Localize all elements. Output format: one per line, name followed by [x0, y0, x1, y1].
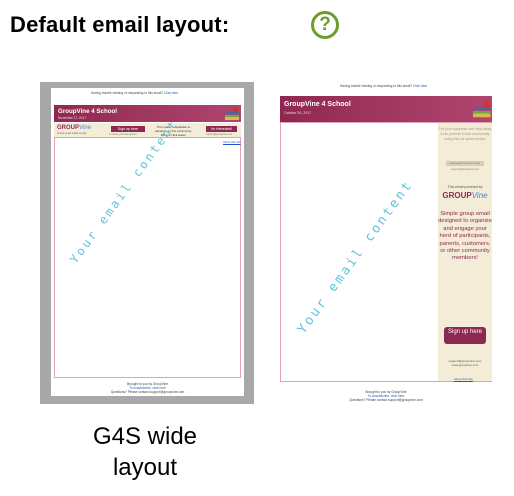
sidebar-ad-subtext: support@groupvine.com: [450, 168, 480, 171]
header-title: GroupVine 4 School: [58, 108, 118, 115]
content-placeholder-narrow: Your email content: [295, 177, 417, 337]
email-footer-narrow: Brought to you by GroupVine To unsubscri…: [349, 390, 423, 403]
email-header-narrow: GroupVine 4 School October 30, 2017: [280, 96, 492, 122]
email-header: GroupVine 4 School November 27, 2017: [54, 105, 241, 122]
sign-up-button[interactable]: Sign up here: [444, 327, 486, 344]
groupvine-logo: GROUPVine: [57, 125, 91, 131]
trouble-viewing-note-narrow: Having trouble viewing or responding to …: [340, 84, 428, 88]
sign-up-subtext: to create your own groups: [109, 133, 137, 136]
wide-layout-caption: G4S wide layout: [92, 423, 198, 481]
about-site-link[interactable]: About this site: [223, 140, 241, 144]
logo-tagline: Group email made simple: [57, 132, 87, 135]
header-date: November 27, 2017: [58, 116, 86, 120]
trouble-viewing-text: Having trouble viewing or responding to …: [91, 91, 164, 95]
sidebar-interested-button[interactable]: Interested? Let us know!: [446, 161, 484, 166]
ad-space-promo: This space is available to advertise to …: [155, 125, 192, 137]
page-title: Default email layout:: [10, 12, 230, 37]
support-contact: support@groupvine.com www.groupvine.com: [448, 359, 482, 367]
sign-up-button[interactable]: Sign up here: [111, 126, 145, 132]
groupvine-description: Simple group email designed to organize …: [438, 211, 492, 262]
email-content-area: Your email content: [54, 116, 241, 378]
interested-subtext: support@groupvine.com: [206, 133, 233, 136]
email-content-area-narrow: Your email content Put your business one…: [280, 122, 492, 382]
powered-by-text: This email powered by: [447, 185, 483, 189]
wide-layout-thumbnail[interactable]: Having trouble viewing or responding to …: [40, 82, 254, 404]
groupvine-logo: GROUPVine: [442, 191, 488, 200]
header-date-narrow: October 30, 2017: [284, 111, 312, 115]
sidebar-panel: Put your business one click away from pa…: [438, 123, 492, 381]
promo-band: GROUPVine Group email made simple Sign u…: [54, 123, 241, 137]
books-icon: [225, 107, 239, 120]
click-here-link[interactable]: Click here: [164, 91, 179, 95]
question-circle-icon[interactable]: ?: [311, 11, 339, 39]
wide-email-preview: Having trouble viewing or responding to …: [51, 88, 244, 396]
header-title-narrow: GroupVine 4 School: [284, 101, 351, 108]
sidebar-ad-promo: Put your business one click away from pa…: [438, 127, 492, 141]
trouble-viewing-note: Having trouble viewing or responding to …: [91, 91, 178, 95]
interested-button[interactable]: I'm Interested!: [206, 126, 237, 132]
books-icon: [473, 101, 491, 117]
content-placeholder: Your email content: [67, 116, 182, 267]
click-here-link-narrow[interactable]: Click here: [413, 84, 428, 88]
about-site-link-narrow[interactable]: About this site: [454, 377, 473, 381]
email-footer: Brought to you by GroupVine To unsubscri…: [110, 382, 185, 395]
